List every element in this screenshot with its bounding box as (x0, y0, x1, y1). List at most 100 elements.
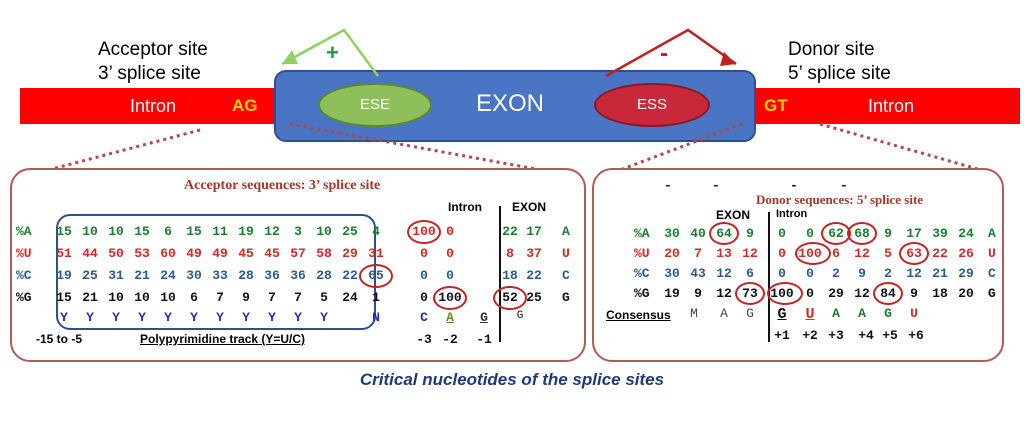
donor-title: Donor sequences: 5’ splice site (756, 192, 924, 207)
acceptor-cell: 25 (82, 268, 98, 283)
acceptor-cell: 0 (420, 246, 428, 261)
acceptor-cell: 7 (216, 290, 224, 305)
acceptor-cell: 12 (264, 224, 280, 239)
acceptor-exon-header: EXON (512, 200, 547, 214)
acceptor-cell: 3 (294, 224, 302, 239)
donor-cell: 21 (932, 266, 948, 281)
donor-cell: 7 (694, 246, 702, 261)
acceptor-consensus-letter: Y (138, 310, 146, 325)
acceptor-cell: 10 (160, 290, 176, 305)
acceptor-cell: 19 (56, 268, 72, 283)
donor-consensus-letter: A (858, 306, 866, 321)
donor-consensus-letter: U (910, 306, 918, 321)
donor-cell: 39 (932, 226, 948, 241)
donor-position: +3 (828, 328, 844, 343)
acceptor-cell: 11 (212, 224, 228, 239)
acceptor-cell: 6 (164, 224, 172, 239)
acceptor-cell: 31 (368, 246, 384, 261)
acceptor-cell: 21 (134, 268, 150, 283)
donor-cell: 0 (806, 266, 814, 281)
donor-cell: 17 (906, 226, 922, 241)
intron-left-label: Intron (130, 96, 177, 116)
donor-cell: 0 (778, 266, 786, 281)
acceptor-cell: 28 (316, 268, 332, 283)
donor-position: +4 (858, 328, 874, 343)
acceptor-row-label: %U (16, 246, 32, 261)
donor-divider (768, 212, 770, 342)
highlight-circle (767, 282, 803, 305)
donor-consensus-letter: U (805, 306, 815, 323)
donor-cell: 6 (832, 246, 840, 261)
acceptor-cell: 37 (526, 246, 542, 261)
highlight-circle (709, 222, 739, 245)
donor-cell: 2 (832, 266, 840, 281)
dotted-right-2 (819, 122, 989, 174)
acceptor-consensus-letter: C (420, 310, 428, 325)
acceptor-cell: 9 (242, 290, 250, 305)
intron-right-label: Intron (868, 96, 915, 116)
acceptor-consensus-letter: Y (86, 310, 94, 325)
acceptor-cell: 10 (82, 224, 98, 239)
donor-row-label: %G (634, 286, 650, 301)
acceptor-consensus-letter: G (480, 310, 488, 325)
acceptor-3prime-label: 3’ splice site (98, 63, 201, 84)
donor-cell: 12 (854, 246, 870, 261)
acceptor-consensus-letter: Y (320, 310, 328, 325)
donor-cell: 0 (778, 246, 786, 261)
acceptor-cell: 15 (134, 224, 150, 239)
acceptor-cell: 45 (264, 246, 280, 261)
highlight-circle (795, 242, 831, 265)
donor-dot: - (790, 178, 798, 193)
donor-row-label: %C (634, 266, 650, 281)
acceptor-cell: 21 (82, 290, 98, 305)
acceptor-cell: 49 (212, 246, 228, 261)
donor-consensus-letter: A (720, 306, 728, 321)
exon-label: EXON (476, 90, 545, 117)
minus-arrowhead (720, 52, 736, 66)
acceptor-cell: 25 (526, 290, 542, 305)
acceptor-cell: 60 (160, 246, 176, 261)
acceptor-cell: 22 (526, 268, 542, 283)
acceptor-cell: 50 (108, 246, 124, 261)
acceptor-cell: 28 (238, 268, 254, 283)
donor-cell: 18 (932, 286, 948, 301)
highlight-circle (407, 220, 441, 244)
donor-5prime-label: 5’ splice site (788, 63, 891, 84)
acceptor-consensus-letter: G (516, 310, 524, 322)
acceptor-cell: 45 (238, 246, 254, 261)
acceptor-row-label: %C (16, 268, 32, 283)
figure-caption: Critical nucleotides of the splice sites (359, 370, 665, 389)
donor-cell: 0 (778, 226, 786, 241)
donor-position: +1 (774, 328, 790, 343)
acceptor-cell: 24 (342, 290, 358, 305)
acceptor-cell: 0 (420, 268, 428, 283)
acceptor-cell: 18 (502, 268, 518, 283)
acceptor-cell: 0 (446, 268, 454, 283)
donor-cell: 0 (806, 226, 814, 241)
ag-label: AG (232, 96, 258, 115)
donor-cell: 9 (694, 286, 702, 301)
donor-row-end: G (988, 286, 996, 301)
acceptor-row-end: C (562, 268, 570, 283)
minus-sign: - (660, 40, 668, 67)
acceptor-cell: 10 (108, 290, 124, 305)
donor-cell: 24 (958, 226, 974, 241)
acceptor-consensus-letter: Y (242, 310, 250, 325)
donor-cell: 20 (958, 286, 974, 301)
acceptor-cell: 0 (446, 246, 454, 261)
acceptor-cell: 17 (526, 224, 542, 239)
acceptor-cell: 53 (134, 246, 150, 261)
acceptor-consensus-letter: Y (216, 310, 224, 325)
donor-consensus-letter: M (690, 306, 698, 321)
acceptor-consensus-letter: Y (190, 310, 198, 325)
ese-ellipse: ESE (318, 83, 432, 127)
acceptor-cell: 44 (82, 246, 98, 261)
donor-cell: 19 (664, 286, 680, 301)
acceptor-cell: 22 (502, 224, 518, 239)
acceptor-cell: 25 (342, 224, 358, 239)
donor-box (592, 168, 1004, 362)
gt-label: GT (764, 96, 788, 115)
acceptor-cell: 7 (268, 290, 276, 305)
acceptor-consensus-letter: Y (294, 310, 302, 325)
acceptor-title: Acceptor sequences: 3’ splice site (184, 178, 381, 193)
